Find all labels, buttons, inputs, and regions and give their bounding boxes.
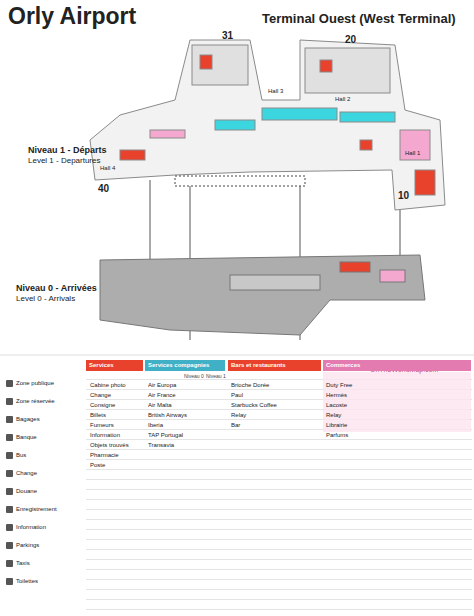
header-text: Services compagnies: [148, 362, 209, 369]
map-label: Niveau 0 - Arrivées: [16, 284, 97, 294]
map-label: Niveau 1: [206, 374, 226, 380]
legend-text: Enregistrement: [16, 506, 57, 513]
legend-text: Zone réservée: [16, 398, 55, 405]
legend-icon: [6, 470, 13, 477]
legend-icon: [6, 542, 13, 549]
map-label: Level 0 - Arrivals: [16, 295, 75, 304]
table-cell: Information: [90, 432, 120, 439]
table-cell: Cabine photo: [90, 382, 126, 389]
legend-text: Banque: [16, 434, 37, 441]
map-label: Hall 3: [268, 88, 283, 95]
legend-entry: Bus: [6, 452, 26, 459]
legend-text: Information: [16, 524, 46, 531]
table-cell: Transavia: [148, 442, 174, 449]
table-cell: Billets: [90, 412, 106, 419]
map-label: Hall 1: [405, 150, 420, 157]
table-cell: Relay: [326, 412, 341, 419]
legend-text: Toilettes: [16, 578, 38, 585]
legend-icon: [6, 434, 13, 441]
legend-entry: Information: [6, 524, 46, 531]
table-cell: Librairie: [326, 422, 347, 429]
divider: [0, 355, 474, 356]
map-label: Niveau 1 - Départs: [28, 146, 107, 156]
legend-icon: [6, 488, 13, 495]
legend-icon: [6, 398, 13, 405]
column-header: Commerces: [323, 360, 471, 371]
table-cell: Relay: [231, 412, 246, 419]
map-title: Orly Airport: [8, 4, 136, 29]
table-cell: Change: [90, 392, 111, 399]
legend-entry: Toilettes: [6, 578, 38, 585]
legend-entry: Zone publique: [6, 380, 54, 387]
legend-icon: [6, 506, 13, 513]
map-label: Level 1 - Departures: [28, 157, 100, 166]
level0-building: [100, 255, 425, 335]
legend-entry: Banque: [6, 434, 37, 441]
legend-text: Zone publique: [16, 380, 54, 387]
table-cell: Bar: [231, 422, 240, 429]
table-cell: Hermès: [326, 392, 347, 399]
column-header: Bars et restaurants: [228, 360, 321, 371]
table-cell: Parfums: [326, 432, 348, 439]
legend-icon: [6, 578, 13, 585]
map-label: Hall 4: [100, 165, 115, 172]
table-cell: Poste: [90, 462, 105, 469]
map-label: 10: [398, 190, 409, 201]
table-cell: Paul: [231, 392, 243, 399]
level1-building: [90, 40, 445, 210]
map-label: Niveau 0: [184, 374, 204, 380]
legend-text: Bagages: [16, 416, 40, 423]
map-label: Terminal Ouest (West Terminal): [262, 12, 456, 26]
dashed-zone: [175, 176, 305, 186]
table-cell: British Airways: [148, 412, 187, 419]
legend-entry: Zone réservée: [6, 398, 55, 405]
table-cell: Brioche Dorée: [231, 382, 269, 389]
table-cell: Duty Free: [326, 382, 352, 389]
legend-text: Douane: [16, 488, 37, 495]
table-cell: Air Europa: [148, 382, 176, 389]
column-header: Services: [86, 360, 143, 371]
legend-text: Taxis: [16, 560, 30, 567]
legend-text: Parkings: [16, 542, 39, 549]
map-label: 31: [222, 30, 233, 41]
table-highlight: [323, 372, 471, 432]
table-cell: Pharmacie: [90, 452, 119, 459]
legend-icon: [6, 560, 13, 567]
legend-entry: Enregistrement: [6, 506, 57, 513]
legend-text: Change: [16, 470, 37, 477]
table-rows: [86, 372, 472, 610]
legend-text: Bus: [16, 452, 26, 459]
table-cell: Iberia: [148, 422, 163, 429]
map-label: Hall 2: [335, 96, 350, 103]
header-text: Services: [89, 362, 114, 369]
table-cell: Air Malta: [148, 402, 172, 409]
legend-icon: [6, 524, 13, 531]
legend-entry: Douane: [6, 488, 37, 495]
map-label: 20: [345, 34, 356, 45]
legend-entry: Taxis: [6, 560, 30, 567]
map-label: 40: [98, 183, 109, 194]
legend-icon: [6, 416, 13, 423]
table-cell: Consigne: [90, 402, 115, 409]
table-cell: Air France: [148, 392, 176, 399]
legend-entry: Parkings: [6, 542, 39, 549]
legend-entry: Change: [6, 470, 37, 477]
legend-entry: Bagages: [6, 416, 40, 423]
table-cell: Starbucks Coffee: [231, 402, 277, 409]
column-header: Services compagnies: [145, 360, 225, 371]
table-cell: Objets trouvés: [90, 442, 129, 449]
legend-icon: [6, 380, 13, 387]
header-text: Bars et restaurants: [231, 362, 286, 369]
table-cell: Fumeurs: [90, 422, 114, 429]
legend-icon: [6, 452, 13, 459]
header-text: Commerces: [326, 362, 360, 369]
table-cell: Lacoste: [326, 402, 347, 409]
table-cell: TAP Portugal: [148, 432, 183, 439]
